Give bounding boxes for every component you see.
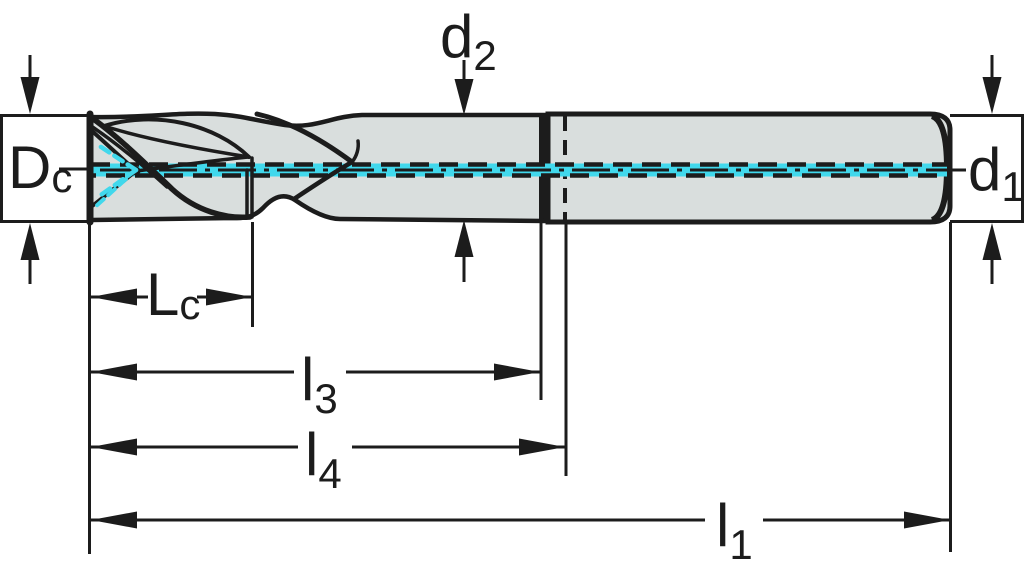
flute2-upper-helix	[254, 111, 355, 165]
arrow-l3-left	[91, 363, 137, 381]
label-shank-diameter: d1	[968, 136, 1024, 210]
diameter-arrows	[20, 55, 1002, 284]
arrow-lc-right	[206, 288, 252, 306]
label-length-l4: l4	[305, 421, 342, 497]
label-cutting-diameter: Dc	[8, 134, 72, 201]
land-ribbon-top	[102, 117, 251, 159]
dimension-extension-lines	[88, 221, 952, 554]
label-l1-sub: 1	[729, 521, 752, 565]
label-d1-sub: 1	[1001, 163, 1024, 210]
label-lc-base: L	[146, 261, 179, 328]
label-neck-diameter: d2	[440, 3, 497, 79]
label-d2-base: d	[440, 3, 473, 70]
label-dc-sub: c	[51, 154, 72, 201]
arrow-d2-top-head	[454, 79, 474, 115]
coolant-exit-upper	[95, 142, 139, 173]
arrow-l1-right	[904, 511, 950, 529]
arrow-dc-bottom-head	[20, 223, 40, 260]
label-l1-base: l	[716, 492, 729, 559]
arrow-d1-bottom-head	[982, 223, 1002, 260]
arrow-l3-right	[494, 363, 540, 381]
arrow-lc-left	[91, 288, 137, 306]
flute-artwork	[86, 110, 360, 226]
arrow-l4-right	[519, 438, 565, 456]
label-l4-base: l	[305, 421, 318, 488]
label-lc-sub: c	[179, 281, 200, 328]
arrow-d2-bottom-head	[454, 220, 474, 257]
label-overall-length-l1: l1	[716, 492, 753, 565]
label-dc-base: D	[8, 134, 51, 201]
flute-spiral-companion	[89, 124, 169, 189]
coolant-exit-lower	[95, 167, 139, 200]
land-ribbon-bottom	[102, 124, 251, 159]
label-d1-base: d	[968, 136, 1001, 203]
label-length-l3: l3	[301, 346, 338, 422]
label-cutting-length: Lc	[146, 261, 200, 328]
diameter-reference-lines	[0, 114, 1024, 223]
flute2-tail	[350, 139, 360, 164]
arrow-d1-top-head	[982, 77, 1002, 114]
coolant-exit-lower-2	[92, 177, 128, 210]
arrow-l4-left	[91, 438, 137, 456]
label-l4-sub: 4	[318, 450, 341, 497]
label-d2-sub: 2	[473, 32, 496, 79]
tip-ridge-line	[134, 155, 251, 173]
arrow-l1-left	[91, 511, 137, 529]
dimension-labels: Dc d2 d1 Lc l3 l4 l1	[8, 3, 1024, 565]
dimension-lines	[91, 288, 950, 529]
flute2-lower-helix	[291, 159, 355, 202]
label-l3-base: l	[301, 346, 314, 413]
arrow-dc-top-head	[20, 77, 40, 114]
coolant-centerline	[91, 162, 947, 178]
label-l3-sub: 3	[314, 375, 337, 422]
junction-chamfer-lines	[540, 112, 549, 224]
flute-spiral-main	[89, 115, 253, 221]
